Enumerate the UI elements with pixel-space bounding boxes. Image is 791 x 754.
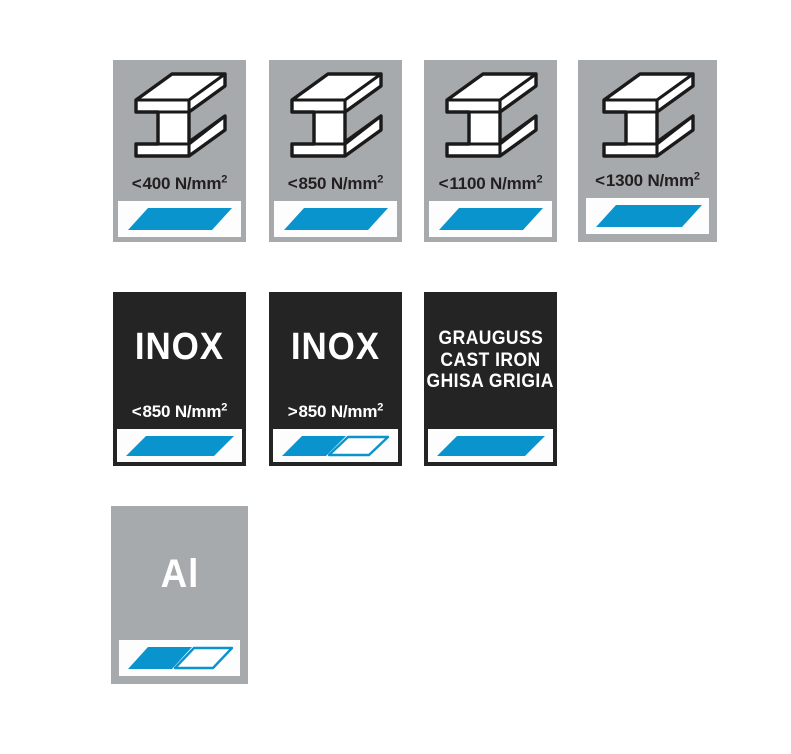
tile-aluminium[interactable]: Al (111, 506, 248, 684)
strength-value: 1300 (605, 171, 643, 190)
unit-exponent: 2 (221, 173, 228, 186)
tile-inox-gt[interactable]: INOX >850 N/mm2 (269, 292, 402, 466)
parallelogram-half-icon (281, 435, 389, 456)
tile-steel-1100[interactable]: <1100 N/mm2 (424, 60, 557, 242)
capability-indicator-strip (586, 198, 709, 234)
capability-indicator-strip (117, 429, 242, 462)
strength-unit: N/mm (326, 174, 378, 193)
strength-value: 1100 (449, 174, 486, 193)
tile-body: GRAUGUSS CAST IRON GHISA GRIGIA (424, 292, 557, 429)
unit-exponent: 2 (377, 401, 384, 414)
strength-value: 400 (142, 174, 171, 193)
caption-strength: <850 N/mm2 (269, 173, 402, 201)
parallelogram-full-icon (436, 435, 545, 456)
tile-body: <1100 N/mm2 (424, 60, 557, 201)
tile-body: INOX <850 N/mm2 (113, 292, 246, 429)
material-word: Al (114, 509, 245, 640)
unit-exponent: 2 (221, 401, 228, 414)
i-beam-icon (269, 60, 402, 175)
strength-unit: N/mm (170, 174, 222, 193)
material-word: INOX (113, 292, 246, 403)
strength-value: 850 (298, 402, 327, 421)
strength-value: 850 (142, 402, 171, 421)
strength-value: 850 (298, 174, 327, 193)
inox-label: INOX (290, 325, 381, 368)
strength-unit: N/mm (326, 402, 378, 421)
caption-strength: <850 N/mm2 (113, 401, 246, 429)
tile-steel-850[interactable]: <850 N/mm2 (269, 60, 402, 242)
material-word: INOX (269, 292, 402, 403)
strength-unit: N/mm (485, 174, 537, 193)
tile-inox-lt[interactable]: INOX <850 N/mm2 (113, 292, 246, 466)
parallelogram-full-icon (283, 208, 388, 230)
cast-iron-label-de: GRAUGUSS (438, 327, 543, 349)
i-beam-icon (113, 60, 246, 175)
tile-body: Al (114, 509, 245, 640)
parallelogram-full-icon (127, 208, 232, 230)
tile-body: <1300 N/mm2 (581, 63, 714, 198)
material-word-stack: GRAUGUSS CAST IRON GHISA GRIGIA (424, 292, 557, 429)
tile-body: <400 N/mm2 (113, 60, 246, 201)
inox-label: INOX (134, 325, 225, 368)
i-beam-icon (424, 60, 557, 175)
strength-unit: N/mm (642, 171, 694, 190)
unit-exponent: 2 (377, 173, 384, 186)
cast-iron-label-en: CAST IRON (440, 349, 541, 371)
comparator: > (287, 402, 298, 421)
capability-indicator-strip (428, 429, 553, 462)
capability-indicator-strip (273, 429, 398, 462)
caption-strength: <1300 N/mm2 (581, 170, 714, 198)
tile-steel-1300[interactable]: <1300 N/mm2 (578, 60, 717, 242)
parallelogram-half-icon (127, 646, 233, 670)
aluminium-label: Al (160, 551, 199, 596)
strength-unit: N/mm (170, 402, 222, 421)
unit-exponent: 2 (693, 170, 700, 183)
parallelogram-full-icon (595, 205, 702, 227)
caption-strength: <1100 N/mm2 (424, 173, 557, 201)
tile-body: INOX >850 N/mm2 (269, 292, 402, 429)
comparator: < (131, 174, 142, 193)
parallelogram-full-icon (438, 208, 543, 230)
capability-indicator-strip (118, 201, 241, 237)
comparator: < (287, 174, 298, 193)
comparator: < (595, 171, 605, 190)
capability-indicator-strip (119, 640, 240, 676)
tile-steel-400[interactable]: <400 N/mm2 (113, 60, 246, 242)
tile-body: <850 N/mm2 (269, 60, 402, 201)
comparator: < (131, 402, 142, 421)
unit-exponent: 2 (536, 173, 543, 186)
cast-iron-label-it: GHISA GRIGIA (426, 371, 555, 393)
capability-indicator-strip (429, 201, 552, 237)
parallelogram-full-icon (125, 435, 234, 456)
i-beam-icon (581, 63, 714, 172)
tile-cast-iron[interactable]: GRAUGUSS CAST IRON GHISA GRIGIA (424, 292, 557, 466)
comparator: < (438, 174, 449, 193)
caption-strength: <400 N/mm2 (113, 173, 246, 201)
caption-strength: >850 N/mm2 (269, 401, 402, 429)
capability-indicator-strip (274, 201, 397, 237)
